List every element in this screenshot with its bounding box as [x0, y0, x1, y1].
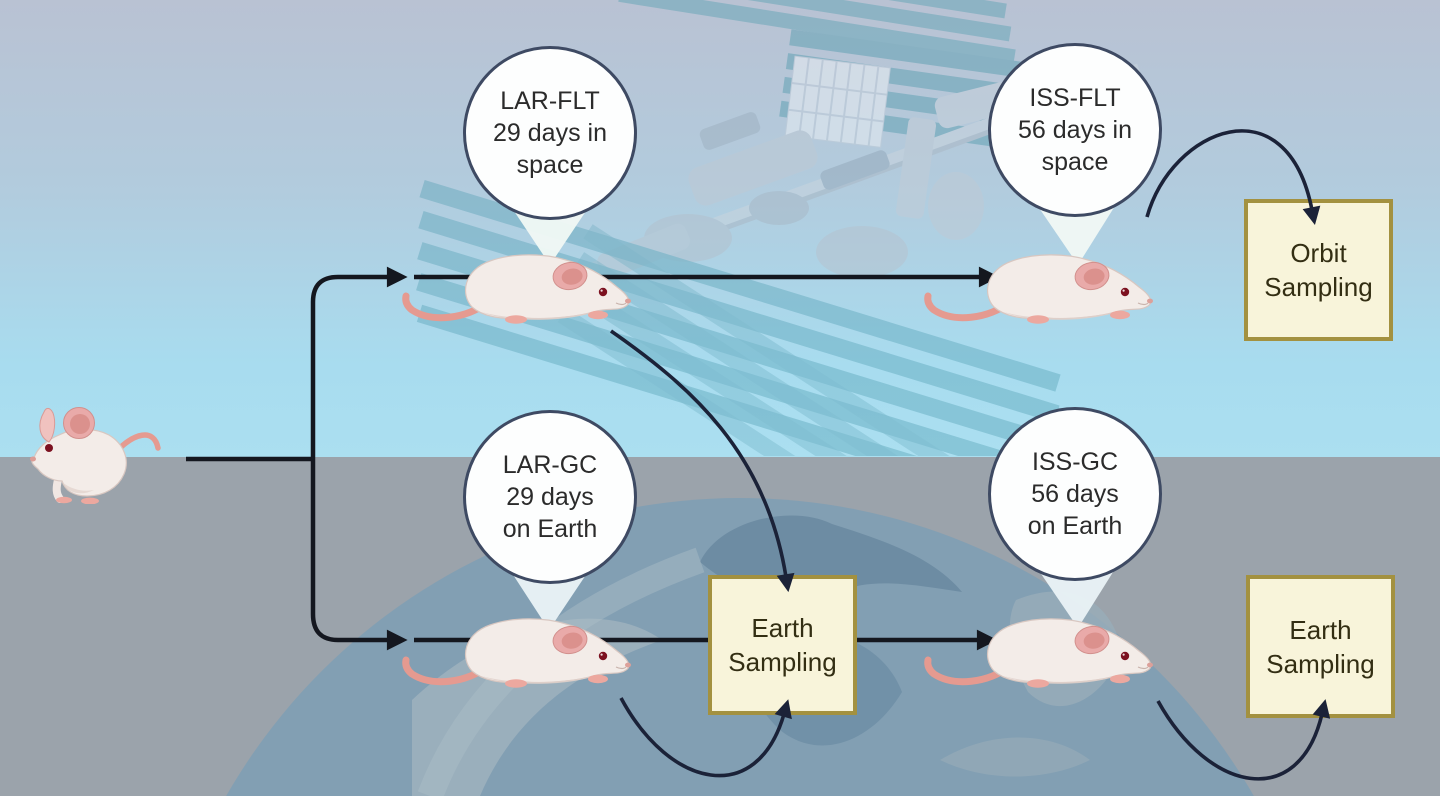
bubble-lar-gc-line2: 29 days — [506, 483, 594, 511]
earth-sampling-right-label-line2: Sampling — [1266, 648, 1375, 679]
sky — [0, 0, 1440, 457]
arrow-branch-bottom — [310, 459, 408, 651]
bubble-lar-gc-line3: on Earth — [502, 515, 598, 543]
mouse-icon-lar-gc — [398, 614, 638, 692]
earth-sampling-right-label-line1: Earth — [1289, 614, 1352, 645]
mouse-icon-lar-flt — [398, 250, 638, 328]
earth-sampling-mid-label-line1: Earth — [751, 613, 814, 643]
bubble-iss-gc: ISS-GC 56 days on Earth — [988, 407, 1162, 581]
mouse-icon-start — [22, 402, 162, 504]
bubble-iss-flt-line1: ISS-FLT — [1029, 84, 1121, 112]
earth-sampling-mid-box: Earth Sampling — [708, 575, 857, 715]
bubble-lar-flt-line1: LAR-FLT — [500, 87, 600, 115]
mouse-icon-iss-flt — [920, 250, 1160, 328]
orbit-sampling-label-line1: Orbit — [1290, 238, 1347, 268]
bubble-lar-flt: LAR-FLT 29 days in space — [463, 46, 637, 220]
bubble-iss-flt: ISS-FLT 56 days in space — [988, 43, 1162, 217]
orbit-sampling-label-line2: Sampling — [1264, 272, 1373, 302]
bubble-iss-flt-line2: 56 days in — [1018, 116, 1132, 144]
arrow-lar-flt-to-earth-sampling — [609, 329, 795, 593]
earth-sampling-right-box: Earth Sampling — [1246, 575, 1395, 718]
bubble-lar-gc-line1: LAR-GC — [502, 451, 598, 479]
bubble-iss-gc-line3: on Earth — [1027, 512, 1123, 540]
bubble-lar-flt-line3: space — [516, 151, 584, 179]
bubble-iss-flt-line3: space — [1041, 148, 1109, 176]
earth-sampling-mid-label-line2: Sampling — [728, 647, 837, 677]
bubble-iss-gc-line1: ISS-GC — [1031, 448, 1119, 476]
bubble-lar-flt-line2: 29 days in — [493, 119, 607, 147]
bubble-lar-gc: LAR-GC 29 days on Earth — [463, 410, 637, 584]
mouse-icon-iss-gc — [920, 614, 1160, 692]
bubble-iss-gc-line2: 56 days — [1031, 480, 1119, 508]
arrow-branch-top — [310, 266, 408, 459]
orbit-sampling-box: Orbit Sampling — [1244, 199, 1393, 341]
